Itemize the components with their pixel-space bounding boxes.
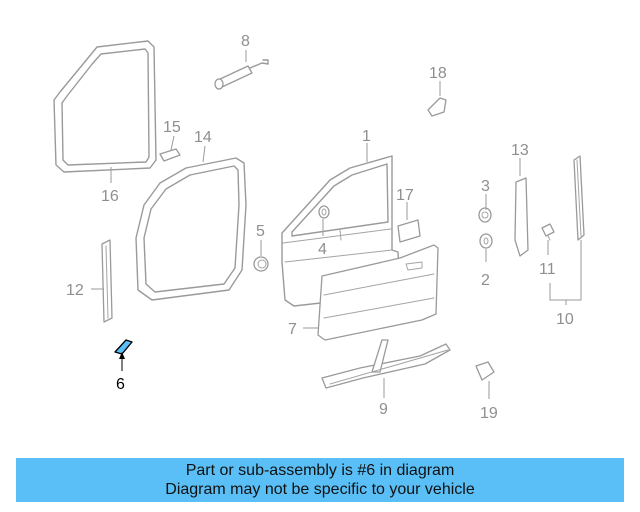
part-2-grommet bbox=[479, 233, 493, 249]
callout-1: 1 bbox=[362, 128, 371, 145]
part-18-bracket bbox=[427, 97, 447, 117]
callout-14: 14 bbox=[194, 129, 212, 146]
callout-5: 5 bbox=[256, 223, 265, 240]
callout-12: 12 bbox=[66, 282, 84, 299]
callout-17: 17 bbox=[396, 187, 414, 204]
part-10-seal bbox=[573, 155, 585, 241]
part-9-sill bbox=[321, 339, 451, 389]
callout-3: 3 bbox=[481, 178, 490, 195]
parts-diagram: 1 2 3 4 5 6 7 8 9 10 11 12 13 14 15 16 1… bbox=[53, 33, 585, 422]
part-13-weatherstrip bbox=[514, 177, 529, 257]
callout-4: 4 bbox=[318, 241, 327, 258]
callout-9: 9 bbox=[379, 401, 388, 418]
callout-6: 6 bbox=[116, 376, 125, 393]
part-17-label bbox=[397, 219, 421, 243]
part-5-grommet bbox=[253, 256, 269, 272]
callout-10: 10 bbox=[556, 311, 574, 328]
callout-11: 11 bbox=[539, 261, 556, 278]
callout-19: 19 bbox=[480, 405, 498, 422]
callout-labels: 1 2 3 4 5 6 7 8 9 10 11 12 13 14 15 16 1… bbox=[66, 33, 574, 422]
info-banner: Part or sub-assembly is #6 in diagram Di… bbox=[16, 458, 624, 502]
part-19-bracket bbox=[475, 361, 495, 381]
leader-lines bbox=[91, 50, 582, 399]
part-4-bolt bbox=[318, 205, 330, 219]
banner-line-disclaimer: Diagram may not be specific to your vehi… bbox=[165, 481, 475, 498]
callout-8: 8 bbox=[241, 33, 250, 50]
callout-13: 13 bbox=[511, 142, 529, 159]
part-8-tube bbox=[214, 59, 269, 90]
callout-15: 15 bbox=[163, 119, 181, 136]
callout-7: 7 bbox=[288, 321, 297, 338]
callout-18: 18 bbox=[429, 65, 447, 82]
part-15-clip bbox=[159, 148, 181, 162]
part-14-door-seal bbox=[135, 157, 247, 301]
part-7-door-panel bbox=[317, 244, 439, 341]
part-3-nut bbox=[478, 207, 492, 223]
part-1-door-shell bbox=[281, 155, 401, 307]
part-6-applique bbox=[114, 339, 133, 355]
callout-2: 2 bbox=[481, 272, 490, 289]
callout-16: 16 bbox=[101, 188, 119, 205]
banner-line-part-number: Part or sub-assembly is #6 in diagram bbox=[185, 462, 455, 479]
part-11-clip bbox=[541, 223, 555, 241]
part-12-pillar-trim bbox=[101, 239, 113, 323]
part-16-weatherstrip bbox=[53, 40, 157, 173]
